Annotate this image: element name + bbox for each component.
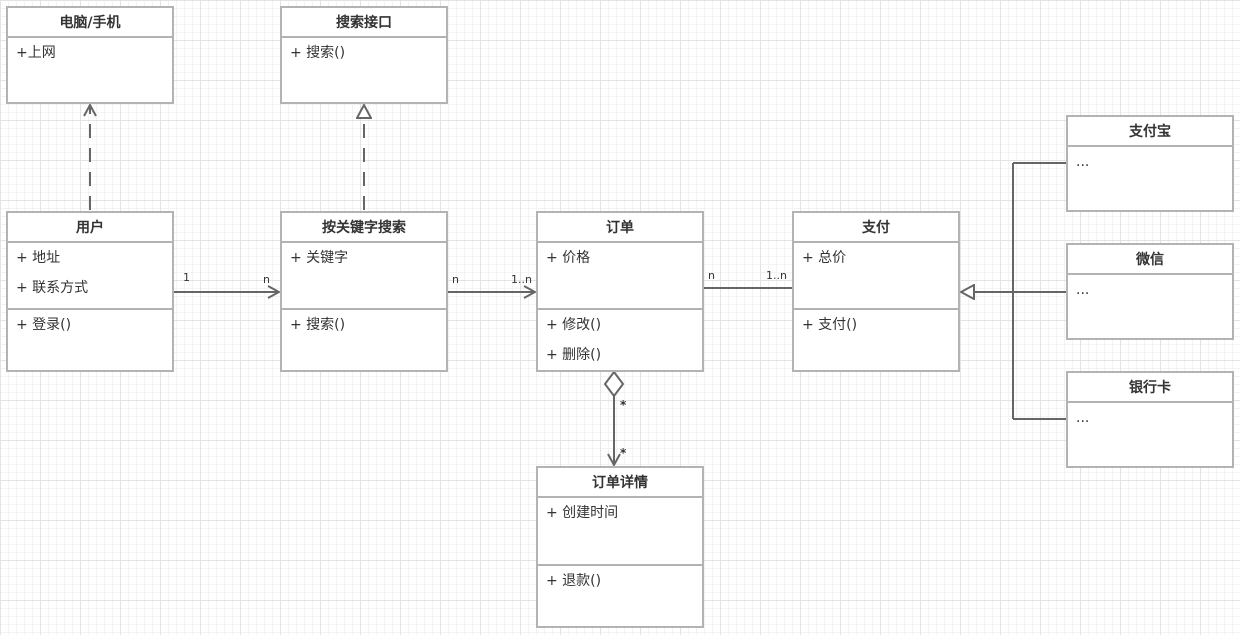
attribute-section: ...	[1068, 275, 1232, 309]
class-payment[interactable]: 支付 + 总价 + 支付()	[792, 211, 960, 372]
attribute-section: +上网	[8, 38, 172, 72]
class-name: 微信	[1068, 245, 1232, 275]
class-name: 订单详情	[538, 468, 702, 498]
attribute-section: ...	[1068, 403, 1232, 437]
attribute-section: + 创建时间	[538, 498, 702, 566]
attribute: + 总价	[802, 250, 847, 266]
class-name: 订单	[538, 213, 702, 243]
class-keyword-search[interactable]: 按关键字搜索 + 关键字 + 搜索()	[280, 211, 448, 372]
attribute: +上网	[16, 45, 56, 61]
operation: + 登录()	[16, 317, 72, 333]
class-name: 银行卡	[1068, 373, 1232, 403]
operation-section: + 搜索()	[282, 310, 446, 344]
attribute: + 创建时间	[546, 505, 619, 521]
multiplicity-search-order-to: 1..n	[511, 273, 532, 286]
attribute: + 地址	[16, 250, 61, 266]
multiplicity-search-order-from: n	[452, 273, 459, 286]
operation-section: + 退款()	[538, 566, 702, 600]
operation: + 搜索()	[290, 45, 346, 61]
multiplicity-search-side: n	[263, 273, 270, 286]
operation-section: + 修改() + 删除()	[538, 310, 702, 374]
class-order[interactable]: 订单 + 价格 + 修改() + 删除()	[536, 211, 704, 372]
class-name: 电脑/手机	[8, 8, 172, 38]
class-bank-card[interactable]: 银行卡 ...	[1066, 371, 1234, 468]
attribute: ...	[1076, 282, 1090, 298]
operation-section: + 登录()	[8, 310, 172, 344]
attribute: ...	[1076, 154, 1090, 170]
class-user[interactable]: 用户 + 地址 + 联系方式 + 登录()	[6, 211, 174, 372]
attribute: + 关键字	[290, 250, 349, 266]
attribute: + 联系方式	[16, 280, 89, 296]
multiplicity-aggregation-to: *	[620, 446, 627, 460]
operation-section: + 支付()	[794, 310, 958, 344]
aggregation-diamond	[603, 370, 625, 398]
operation: + 退款()	[546, 573, 602, 589]
class-device[interactable]: 电脑/手机 +上网	[6, 6, 174, 104]
attribute-section: + 总价	[794, 243, 958, 310]
operation-section: + 搜索()	[282, 38, 446, 72]
class-search-interface[interactable]: 搜索接口 + 搜索()	[280, 6, 448, 104]
operation: + 支付()	[802, 317, 858, 333]
attribute-section: + 地址 + 联系方式	[8, 243, 172, 310]
attribute: + 价格	[546, 250, 591, 266]
class-name: 用户	[8, 213, 172, 243]
multiplicity-user-side: 1	[183, 271, 190, 284]
attribute: ...	[1076, 410, 1090, 426]
multiplicity-order-payment-from: n	[708, 269, 715, 282]
attribute-section: ...	[1068, 147, 1232, 181]
class-name: 支付宝	[1068, 117, 1232, 147]
operation: + 删除()	[546, 347, 602, 363]
class-order-detail[interactable]: 订单详情 + 创建时间 + 退款()	[536, 466, 704, 628]
multiplicity-aggregation-from: *	[620, 398, 627, 412]
class-wechat[interactable]: 微信 ...	[1066, 243, 1234, 340]
class-name: 支付	[794, 213, 958, 243]
operation: + 修改()	[546, 317, 602, 333]
class-name: 按关键字搜索	[282, 213, 446, 243]
multiplicity-order-payment-to: 1..n	[766, 269, 787, 282]
class-alipay[interactable]: 支付宝 ...	[1066, 115, 1234, 212]
attribute-section: + 关键字	[282, 243, 446, 310]
attribute-section: + 价格	[538, 243, 702, 310]
class-name: 搜索接口	[282, 8, 446, 38]
operation: + 搜索()	[290, 317, 346, 333]
